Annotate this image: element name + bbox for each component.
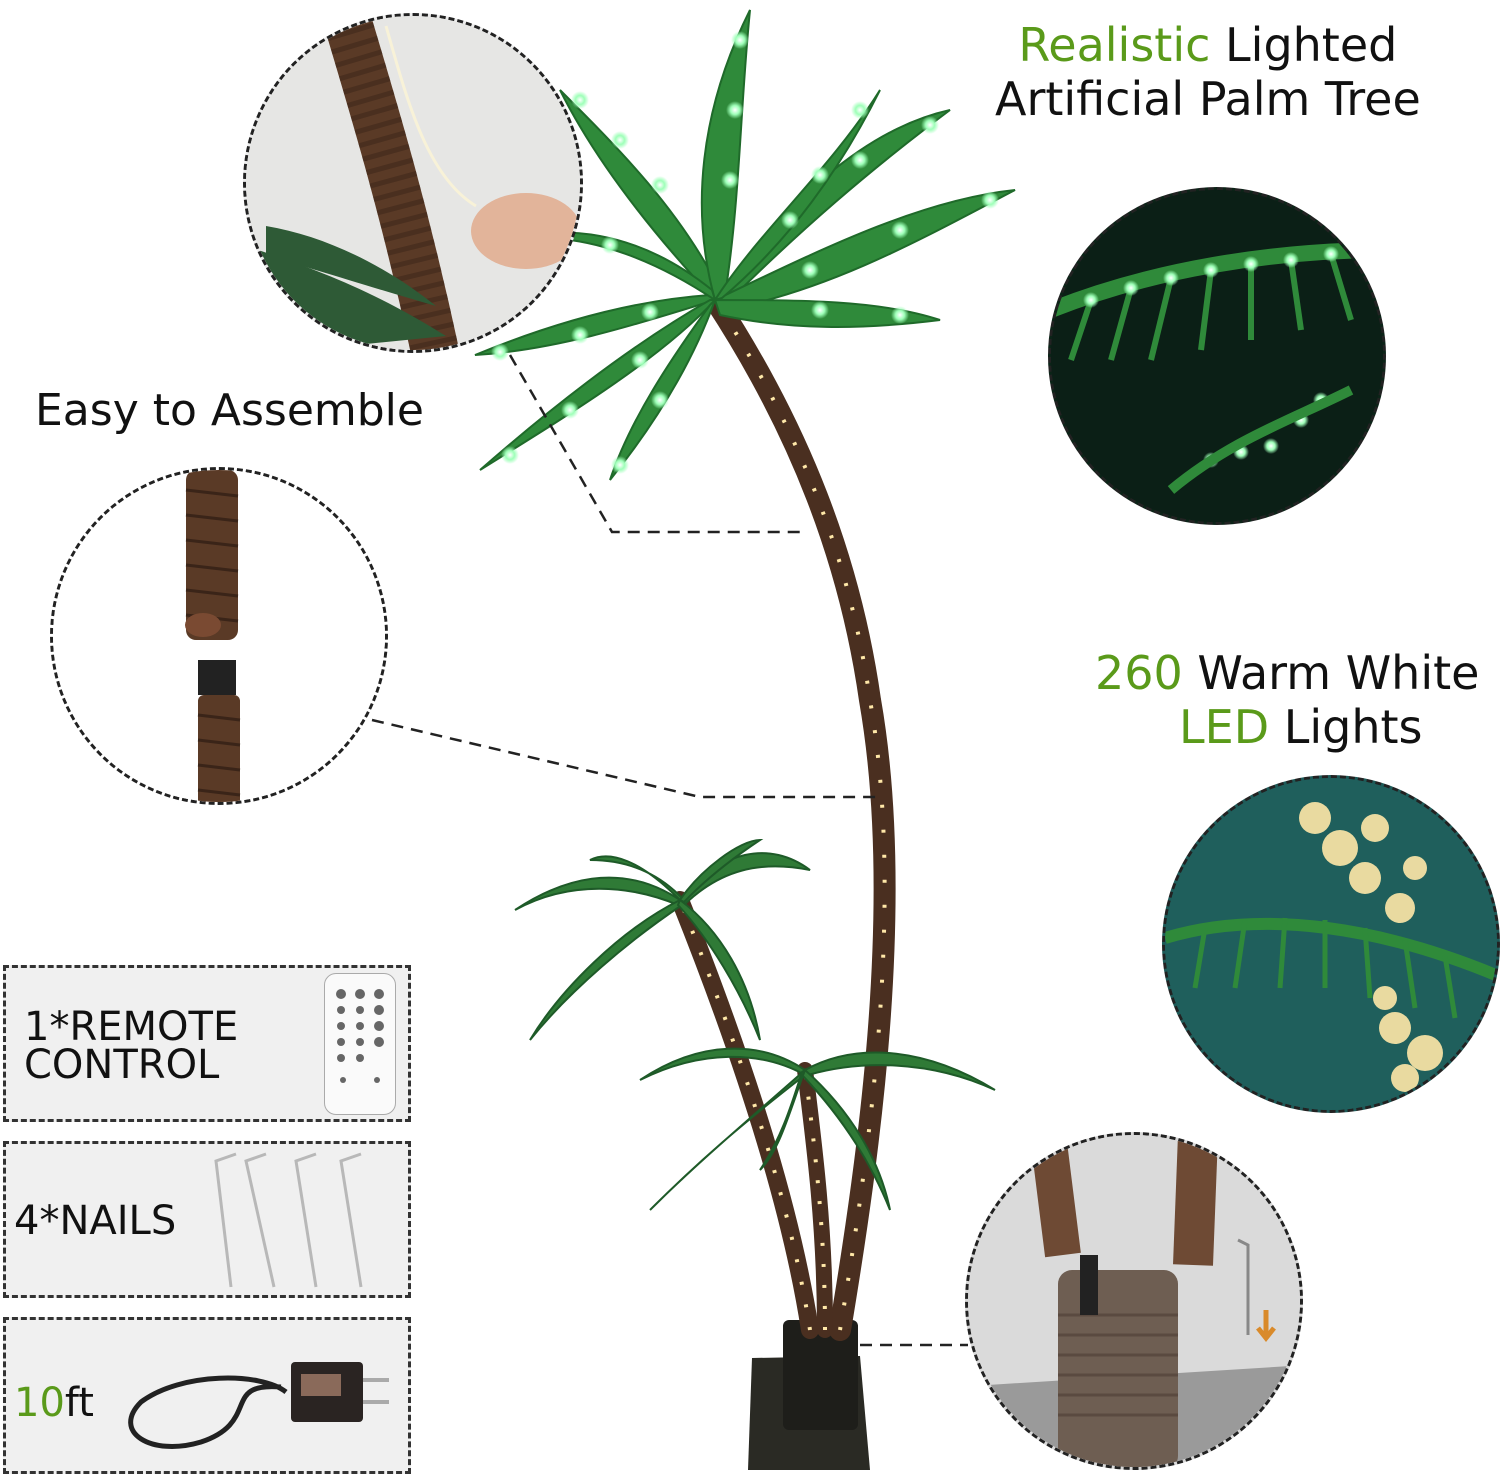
detail-circle-base [965, 1132, 1303, 1470]
accessory-box-cord: 10ft [3, 1317, 411, 1474]
detail-circle-warm-leds [1162, 775, 1500, 1113]
nails-icon [214, 1152, 363, 1288]
detail-circle-assembly-top [243, 13, 583, 353]
headline-easy-assemble: Easy to Assemble [35, 385, 424, 436]
remote-control-icon [324, 973, 396, 1115]
accessory-box-remote: 1*REMOTE CONTROL [3, 965, 411, 1122]
detail-circle-joint [50, 467, 388, 805]
headline-led-lights: 260 Warm White LED Lights [1095, 646, 1480, 754]
headline-realistic: Realistic Lighted Artificial Palm Tree [995, 18, 1421, 126]
main-trunk [704, 289, 896, 1341]
power-cord-icon [128, 1362, 389, 1449]
lower-fronds [514, 838, 996, 1211]
base-pot [783, 1320, 858, 1430]
small-trunk-left [671, 891, 819, 1339]
small-trunk-mid [797, 1062, 833, 1338]
leader-lines [371, 354, 968, 1347]
nails-label: 4*NAILS [14, 1198, 177, 1244]
crown-green-lights [491, 31, 999, 474]
accessory-box-nails: 4*NAILS [3, 1141, 411, 1298]
remote-label: 1*REMOTE CONTROL [24, 1004, 239, 1088]
cord-length-label: 10ft [14, 1380, 94, 1426]
detail-circle-green-leds [1048, 187, 1386, 525]
